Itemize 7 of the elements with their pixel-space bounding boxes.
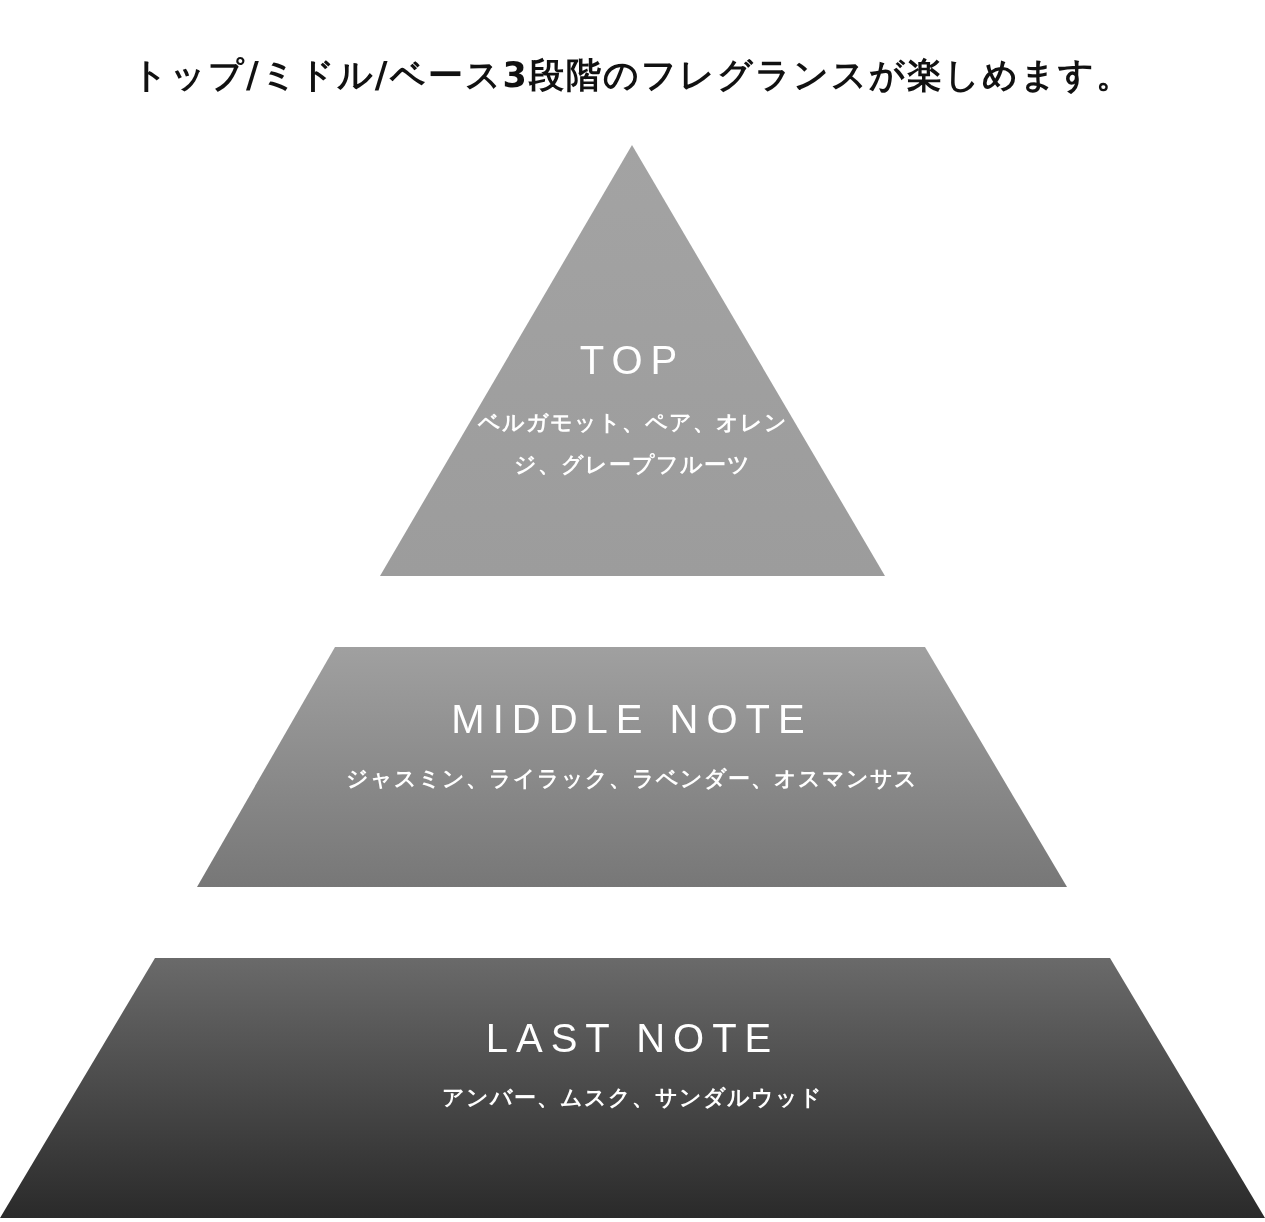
heading: トップ/ミドル/ベース3段階のフレグランスが楽しめます。 xyxy=(131,54,1134,97)
note-ingredients: アンバー、ムスク、サンダルウッド xyxy=(441,1084,824,1112)
note-ingredients: ベルガモット、ペア、オレンジ、グレープフルーツ xyxy=(476,409,789,479)
note-ingredients: ジャスミン、ライラック、ラベンダー、オスマンサス xyxy=(345,765,919,793)
note-heading: TOP xyxy=(579,338,686,382)
note-heading: LAST NOTE xyxy=(485,1016,780,1060)
note-heading: MIDDLE NOTE xyxy=(451,697,813,741)
